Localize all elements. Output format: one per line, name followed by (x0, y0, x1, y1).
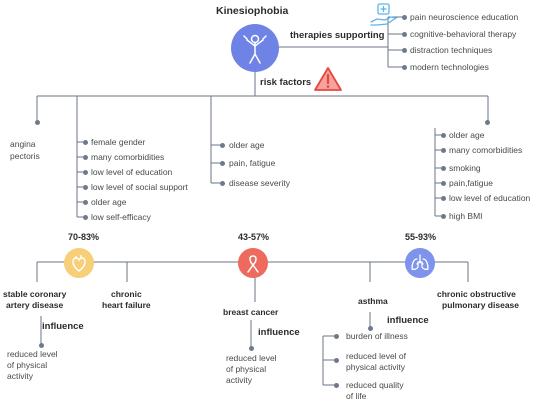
risk-factor-item: female gender (91, 137, 146, 147)
therapy-item: modern technologies (410, 62, 489, 72)
connector-dot (402, 32, 407, 37)
risk-factor-item: disease severity (229, 178, 290, 188)
connector-dot (83, 215, 88, 220)
risk-factor-item: pain,fatigue (449, 178, 493, 188)
angina-label-line2: pectoris (10, 151, 40, 161)
influence-item-line: of physical (7, 360, 48, 370)
risk-factor-item: high BMI (449, 211, 483, 221)
therapies-label: therapies supporting (290, 30, 385, 41)
influence-item-line: activity (7, 371, 33, 381)
risk-factor-item: low level of social support (91, 182, 188, 192)
risk-factor-item: many comorbidities (91, 152, 165, 162)
risk-factor-item: older age (229, 140, 265, 150)
connector-dot (402, 15, 407, 20)
heart-prevalence: 70-83% (68, 232, 100, 242)
influence-label: influence (42, 321, 84, 332)
therapy-item: pain neuroscience education (410, 12, 519, 22)
ribbon-icon (247, 255, 259, 273)
asthma-label: asthma (358, 296, 388, 306)
heart-failure-label-line1: chronic (111, 289, 142, 299)
risk-factor-item: low level of education (91, 167, 173, 177)
breast-cancer-label: breast cancer (223, 307, 279, 317)
connector-dot (220, 143, 225, 148)
risk-factor-item: smoking (449, 163, 481, 173)
influence-item-line: reduced level (226, 353, 277, 363)
connector-dot (334, 383, 339, 388)
lungs-prevalence: 55-93% (405, 232, 437, 242)
connector-dot (35, 120, 40, 125)
connector-dot (441, 181, 446, 186)
copd-label-line1: chronic obstructive (437, 289, 516, 299)
person-pain-icon (243, 34, 267, 64)
risk-factor-item: older age (91, 197, 127, 207)
influence-item-line: burden of illness (346, 331, 408, 341)
influence-item-line: reduced quality (346, 380, 404, 390)
connector-dot (249, 346, 254, 351)
connector-dot (368, 326, 373, 331)
connector-dot (441, 166, 446, 171)
lungs-icon (411, 254, 429, 271)
influence-item-line: reduced level (7, 349, 58, 359)
stable-cad-label-line1: stable coronary (3, 289, 67, 299)
cancer-node (238, 248, 268, 278)
copd-label-line2: pulmonary disease (442, 300, 520, 310)
heart-node (64, 248, 94, 278)
connector-dot (220, 161, 225, 166)
connector-dot (441, 148, 446, 153)
warning-icon (314, 67, 342, 91)
stable-cad-label-line2: artery disease (6, 300, 64, 310)
risk-factors-label: risk factors (260, 77, 312, 88)
risk-factor-item: many comorbidities (449, 145, 523, 155)
risk-factor-item: older age (449, 130, 485, 140)
heart-icon (72, 255, 86, 272)
risk-factor-item: pain, fatigue (229, 158, 276, 168)
connector-dot (441, 214, 446, 219)
influence-label: influence (258, 327, 300, 338)
therapy-hand-icon (370, 3, 398, 26)
lungs-node (405, 248, 435, 278)
therapy-item: distraction techniques (410, 45, 493, 55)
connector-dot (485, 120, 490, 125)
heart-failure-label-line2: heart failure (102, 300, 151, 310)
connector-dot (83, 185, 88, 190)
connector-dot (220, 181, 225, 186)
risk-factor-item: low self-efficacy (91, 212, 151, 222)
risk-factor-item: low level of education (449, 193, 531, 203)
connector-dot (441, 196, 446, 201)
influence-item-line: activity (226, 375, 252, 385)
cancer-prevalence: 43-57% (238, 232, 270, 242)
influence-label: influence (387, 315, 429, 326)
diagram-title: Kinesiophobia (216, 5, 289, 17)
connector-dot (83, 200, 88, 205)
connector-dot (83, 140, 88, 145)
influence-item-line: physical activity (346, 362, 406, 372)
connector-dot (83, 170, 88, 175)
angina-label-line1: angina (10, 139, 36, 149)
connector-dot (83, 155, 88, 160)
connector-dot (39, 343, 44, 348)
connector-dot (334, 358, 339, 363)
connector-dot (441, 133, 446, 138)
influence-item-line: of physical (226, 364, 267, 374)
connector-dot (402, 65, 407, 70)
connector-dot (402, 48, 407, 53)
influence-item-line: reduced level of (346, 351, 407, 361)
connector-dot (334, 334, 339, 339)
therapy-item: cognitive-behavioral therapy (410, 29, 517, 39)
influence-item-line: of life (346, 391, 367, 401)
brain-node (231, 24, 279, 72)
